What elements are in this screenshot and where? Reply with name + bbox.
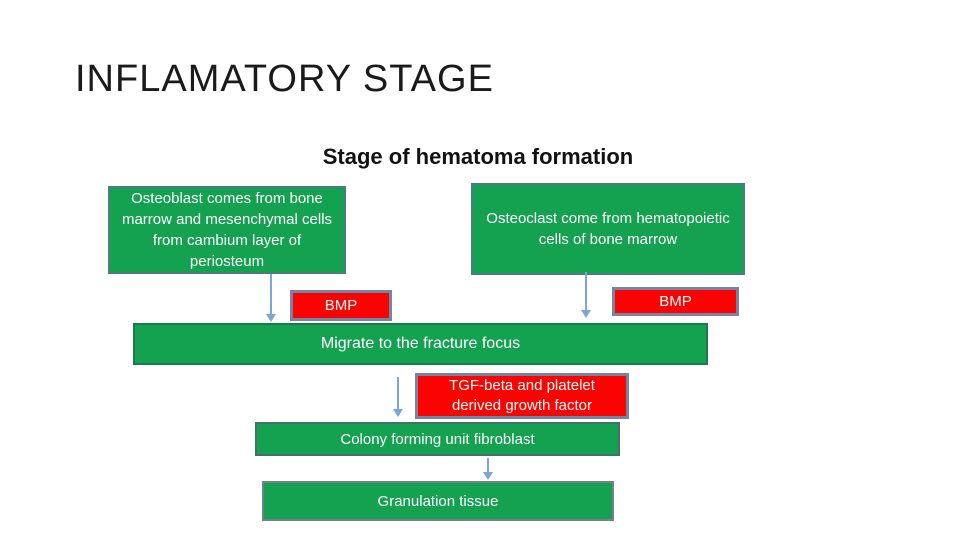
- arrow-head-icon: [581, 310, 591, 318]
- arrow-head-icon: [266, 314, 276, 322]
- flow-arrow-middle: [392, 377, 404, 417]
- arrow-shaft: [487, 458, 489, 472]
- bmp-left-box: BMP: [290, 290, 392, 321]
- flow-arrow-left: [265, 274, 277, 322]
- flow-arrow-right: [580, 272, 592, 318]
- tgf-box: TGF-beta and platelet derived growth fac…: [415, 373, 629, 419]
- arrow-shaft: [397, 377, 399, 409]
- slide-subtitle: Stage of hematoma formation: [322, 144, 634, 169]
- migrate-box: Migrate to the fracture focus: [133, 323, 708, 365]
- slide-title: INFLAMATORY STAGE: [75, 58, 494, 100]
- arrow-head-icon: [483, 472, 493, 480]
- bmp-right-box: BMP: [612, 287, 739, 316]
- arrow-shaft: [270, 274, 272, 314]
- osteoblast-box: Osteoblast comes from bone marrow and me…: [108, 186, 346, 274]
- flow-arrow-bottom: [482, 458, 494, 480]
- granulation-box: Granulation tissue: [262, 481, 614, 521]
- colony-box: Colony forming unit fibroblast: [255, 422, 620, 456]
- arrow-shaft: [585, 272, 587, 310]
- arrow-head-icon: [393, 409, 403, 417]
- osteoclast-box: Osteoclast come from hematopoietic cells…: [471, 183, 745, 275]
